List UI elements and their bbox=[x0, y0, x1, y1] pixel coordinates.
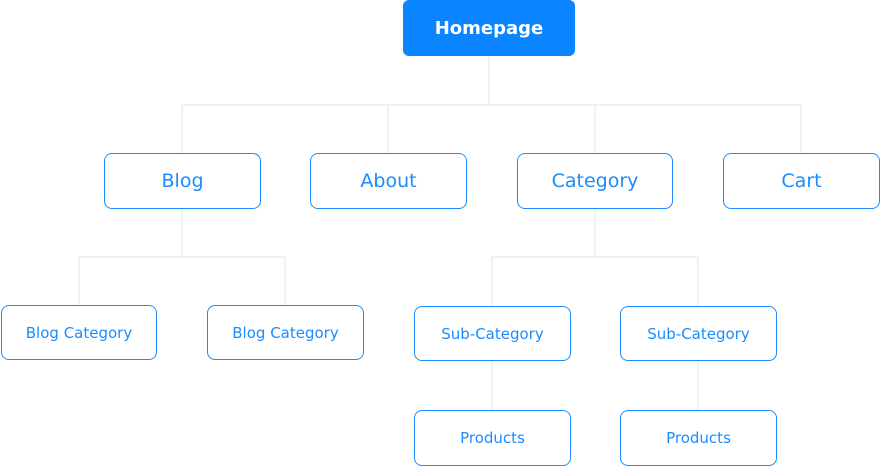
node-label: Blog Category bbox=[25, 323, 133, 342]
node-products[interactable]: Products bbox=[414, 410, 571, 466]
node-label: Products bbox=[666, 429, 731, 447]
node-products[interactable]: Products bbox=[620, 410, 777, 466]
node-category[interactable]: Category bbox=[517, 153, 673, 209]
node-label: Products bbox=[460, 429, 525, 447]
node-cart[interactable]: Cart bbox=[723, 153, 880, 209]
node-sub-category[interactable]: Sub-Category bbox=[414, 306, 571, 361]
node-blog-category[interactable]: Blog Category bbox=[1, 305, 157, 360]
node-homepage[interactable]: Homepage bbox=[403, 0, 575, 56]
node-label: About bbox=[360, 170, 417, 192]
node-label: Category bbox=[551, 170, 639, 192]
node-label: Homepage bbox=[434, 17, 544, 39]
node-about[interactable]: About bbox=[310, 153, 467, 209]
node-blog[interactable]: Blog bbox=[104, 153, 261, 209]
node-label: Sub-Category bbox=[441, 324, 544, 343]
node-label: Sub-Category bbox=[647, 324, 750, 343]
node-label: Cart bbox=[781, 170, 822, 192]
node-label: Blog Category bbox=[232, 323, 339, 342]
node-sub-category[interactable]: Sub-Category bbox=[620, 306, 777, 361]
node-blog-category[interactable]: Blog Category bbox=[207, 305, 364, 360]
node-label: Blog bbox=[161, 170, 204, 192]
